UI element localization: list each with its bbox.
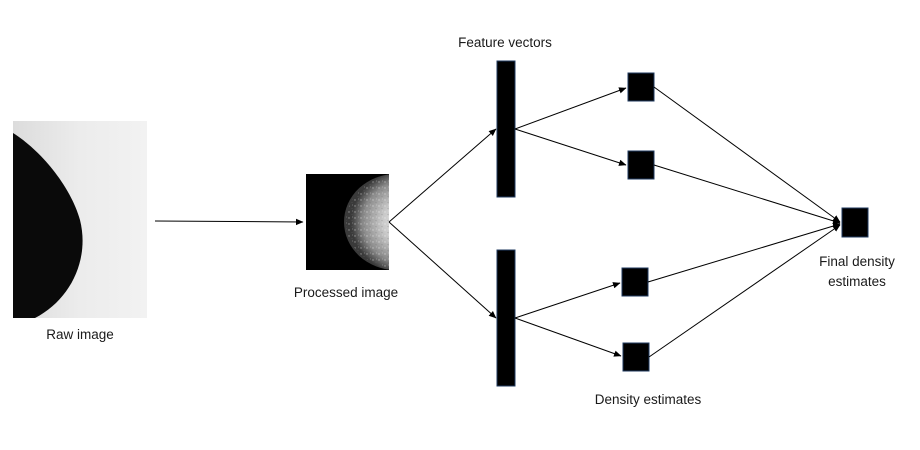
arrow-vector-bottom-to-density-4	[514, 317, 622, 357]
feature-vector-bottom	[496, 249, 516, 387]
feature-vector-top	[496, 60, 516, 198]
density-estimate-box-3	[621, 267, 649, 297]
arrow-processed-to-vector-top	[388, 128, 497, 223]
processed-image	[306, 174, 389, 270]
density-estimates-label: Density estimates	[595, 392, 702, 407]
raw-image-label: Raw image	[46, 327, 114, 342]
processed-image-label: Processed image	[294, 285, 398, 300]
final-density-label-line1: Final density	[819, 254, 895, 269]
density-estimate-box-4	[622, 342, 650, 372]
arrow-vector-top-to-density-2	[514, 128, 627, 166]
density-estimate-box-2	[627, 150, 655, 180]
arrow-vector-top-to-density-1	[514, 87, 627, 130]
raw-image	[13, 121, 147, 318]
arrow-processed-to-vector-bottom	[388, 221, 497, 319]
final-density-label-line2: estimates	[828, 274, 886, 289]
arrow-density-3-to-final	[647, 222, 841, 283]
density-estimate-box-1	[627, 72, 655, 102]
arrow-raw-to-processed	[154, 218, 304, 226]
feature-vectors-label: Feature vectors	[458, 35, 552, 50]
final-density-box	[841, 207, 869, 238]
arrow-density-4-to-final	[648, 224, 841, 358]
arrow-density-1-to-final	[653, 86, 841, 223]
arrow-density-2-to-final	[653, 164, 841, 224]
arrow-vector-bottom-to-density-3	[514, 282, 621, 319]
